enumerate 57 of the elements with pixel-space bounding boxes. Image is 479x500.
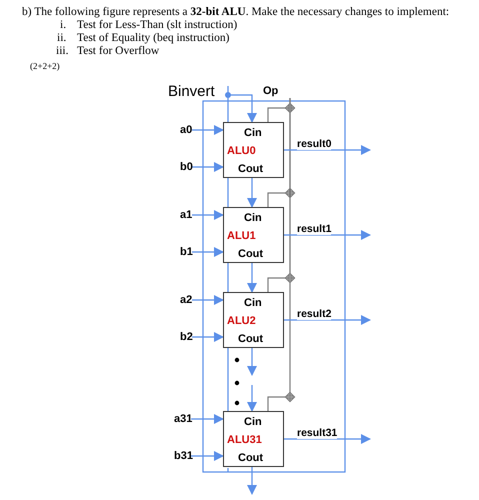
port-label: Cin [244, 416, 262, 429]
signal-label: b1 [180, 245, 192, 259]
arrow [192, 162, 224, 172]
arrow [284, 315, 371, 325]
alu-box [223, 411, 284, 467]
arrow [192, 210, 224, 220]
edge-label: result1 [297, 223, 332, 235]
arrow [191, 414, 224, 424]
edge-label: result31 [297, 427, 338, 439]
port-label: Cin [244, 297, 262, 310]
edge-label: result2 [297, 308, 332, 320]
marks-note: (2+2+2) [30, 60, 60, 73]
signal-label: b0 [180, 160, 192, 174]
arrow [228, 94, 257, 123]
arrow [247, 178, 257, 208]
list-numeral: ii. [57, 32, 66, 45]
alu-name: ALU1 [227, 230, 256, 243]
list-item-text: Test for Overflow [77, 45, 160, 58]
port-label: Cout [238, 452, 264, 465]
signal-label: Op [263, 84, 292, 98]
arrow [192, 125, 224, 135]
port-label: Cout [238, 163, 264, 176]
port-label: Cin [244, 127, 262, 140]
arrow [192, 295, 224, 305]
signal-label: a31 [174, 412, 191, 426]
control-line [267, 98, 291, 411]
port-label: Cin [244, 212, 262, 225]
list-numeral: i. [60, 19, 66, 32]
question-text: b) The following figure represents a 32-bit ALU. Make the necessary changes to implement: [22, 6, 450, 19]
alu-name: ALU31 [227, 434, 262, 447]
list-item-text: Test of Equality (beq instruction) [77, 32, 230, 45]
edge-label: result0 [297, 138, 332, 150]
signal-label: a2 [180, 293, 192, 307]
arrow [192, 332, 224, 342]
list-item-text: Test for Less-Than (slt instruction) [77, 19, 238, 32]
signal-label: b2 [180, 330, 192, 344]
arrow [247, 348, 257, 376]
signal-label: b31 [174, 449, 191, 463]
alu-name: ALU2 [227, 315, 256, 328]
arrow [284, 434, 371, 444]
arrow [192, 247, 224, 257]
signal-label: Binvert [168, 83, 228, 101]
arrow [191, 451, 224, 461]
alu-box [223, 207, 284, 263]
arrow [247, 263, 257, 293]
arrow [284, 230, 371, 240]
arrow [247, 385, 257, 412]
alu-box [223, 122, 284, 178]
arrow [247, 467, 257, 495]
alu-name: ALU0 [227, 145, 256, 158]
port-label: Cout [238, 333, 264, 346]
list-numeral: iii. [56, 45, 68, 58]
alu-box [223, 292, 284, 348]
arrow [284, 145, 371, 155]
port-label: Cout [238, 248, 264, 261]
signal-label: a1 [180, 208, 192, 222]
signal-label: a0 [180, 123, 192, 137]
